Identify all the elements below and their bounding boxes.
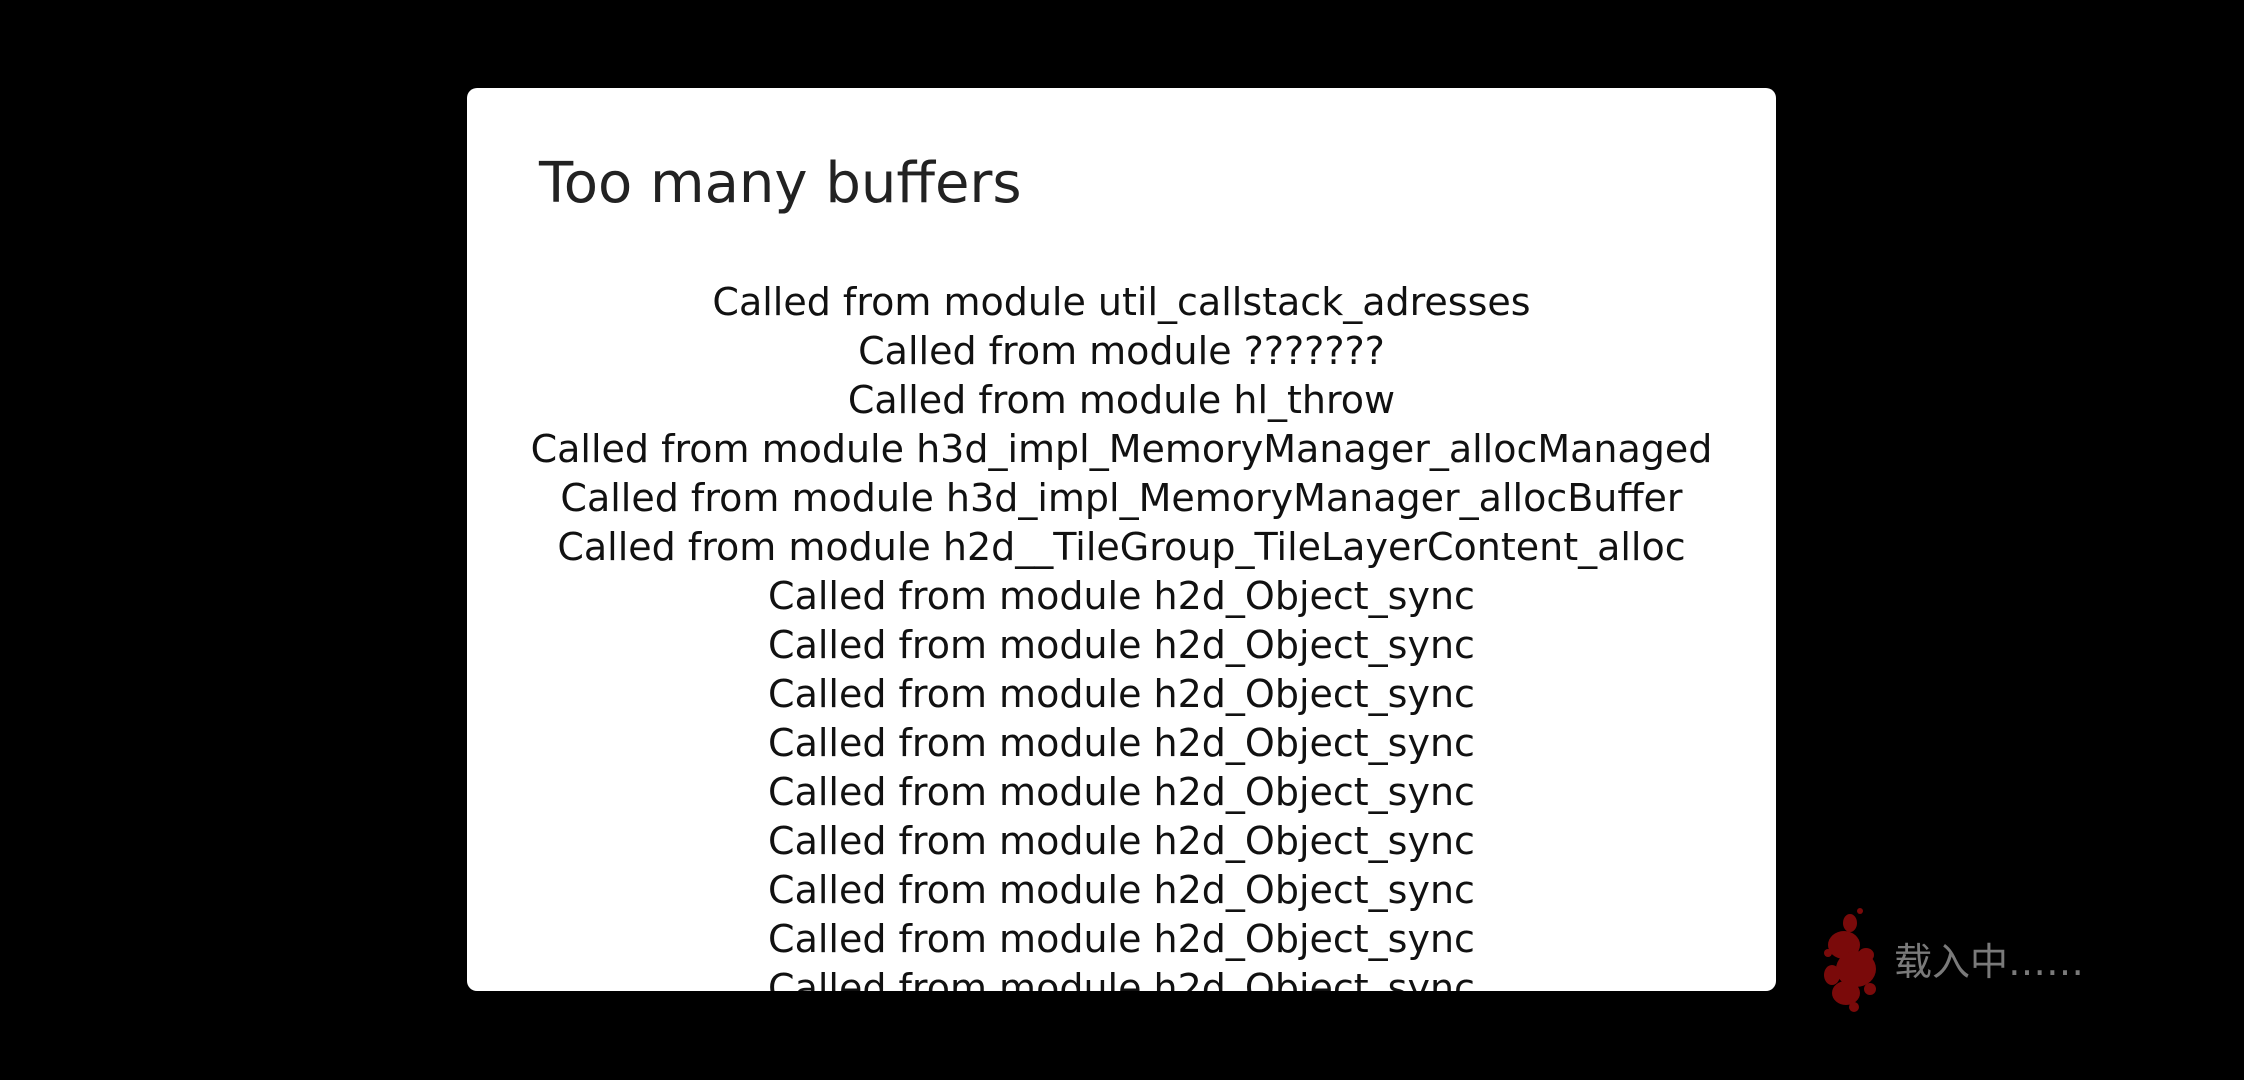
callstack-line: Called from module h3d_impl_MemoryManage… bbox=[560, 476, 1683, 520]
callstack-line: Called from module h2d_Object_sync bbox=[768, 917, 1475, 961]
callstack-line: Called from module h2d__TileGroup_TileLa… bbox=[557, 525, 1686, 569]
callstack-line: Called from module h2d_Object_sync bbox=[768, 574, 1475, 618]
ink-splash-icon bbox=[1824, 908, 1876, 1012]
callstack-line: Called from module h2d_Object_sync bbox=[768, 770, 1475, 814]
callstack-line: Called from module hl_throw bbox=[847, 378, 1396, 422]
loading-indicator: 载入中…… bbox=[1820, 903, 2084, 1013]
callstack-message[interactable]: Called from module util_callstack_adress… bbox=[467, 278, 1776, 991]
callstack-line: Called from module h2d_Object_sync bbox=[768, 868, 1475, 912]
callstack-line: Called from module h3d_impl_MemoryManage… bbox=[530, 427, 1713, 471]
callstack-line: Called from module h2d_Object_sync bbox=[768, 819, 1475, 863]
callstack-line: Called from module h2d_Object_sync bbox=[768, 672, 1475, 716]
dialog-title: Too many buffers bbox=[539, 151, 1022, 216]
callstack-line: Called from module ??????? bbox=[858, 329, 1385, 373]
callstack-line: Called from module h2d_Object_sync bbox=[768, 966, 1475, 991]
loading-text: 载入中…… bbox=[1894, 939, 2085, 984]
error-dialog: Too many buffers Called from module util… bbox=[467, 88, 1776, 991]
callstack-line: Called from module h2d_Object_sync bbox=[768, 721, 1475, 765]
callstack-line: Called from module util_callstack_adress… bbox=[712, 280, 1531, 324]
callstack-line: Called from module h2d_Object_sync bbox=[768, 623, 1475, 667]
